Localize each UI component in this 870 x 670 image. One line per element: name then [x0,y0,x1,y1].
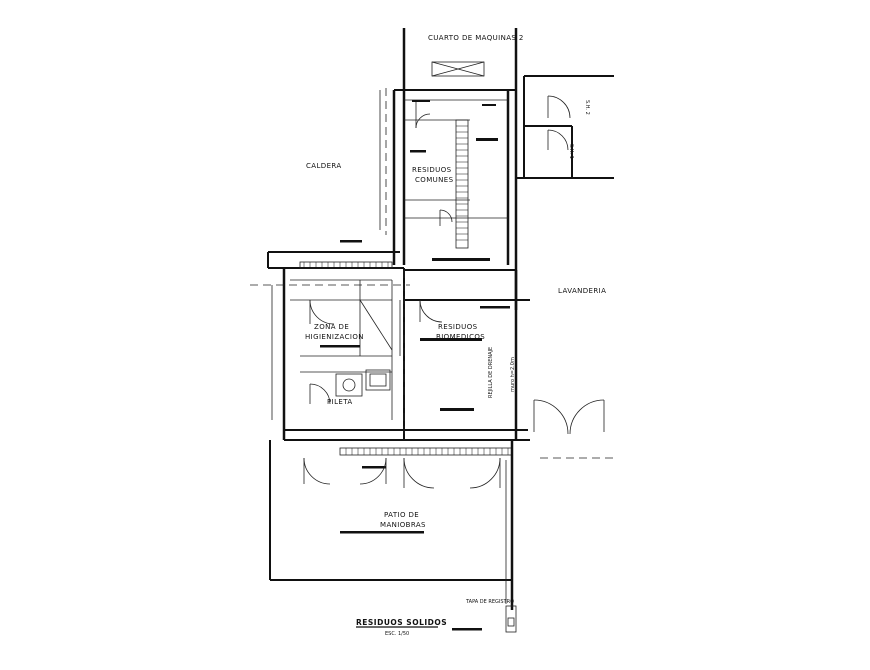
drawing-title: RESIDUOS SOLIDOS ESC. 1/50 [356,618,482,637]
label-residuos-comunes-1: RESIDUOS [412,166,452,174]
drain-strip [284,429,528,469]
plan-title: RESIDUOS SOLIDOS [356,618,447,627]
label-caldera: CALDERA [306,162,342,170]
note-tapa-registro: TAPA DE REGISTRO [465,599,514,605]
label-patio-1: PATIO DE [384,511,419,519]
patio-maniobras: TAPA DE REGISTRO [269,440,517,633]
ramp-hatch [456,125,468,241]
label-residuos-comunes-2: COMUNES [415,176,454,184]
residuos-comunes-room: RESIDUOS COMUNES [385,88,518,310]
note-rejilla: REJILLA DE DRENAJE [488,347,494,398]
label-residuos-biomedicos-2: BIOMEDICOS [436,333,485,341]
label-sh-2: S.H. 2 [584,100,590,115]
label-residuos-biomedicos-1: RESIDUOS [438,323,478,331]
label-sh-1: S.H. 1 [568,144,574,159]
label-lavanderia: LAVANDERIA [558,287,606,295]
machine-room: CUARTO DE MAQUINAS 2 [402,28,524,90]
plan-scale: ESC. 1/50 [385,631,409,637]
sh-block: S.H. 2 S.H. 1 [516,75,614,179]
label-zona-higienizacion-1: ZONA DE [314,323,349,331]
lavanderia-doors [533,399,605,435]
label-cuarto-maquinas: CUARTO DE MAQUINAS 2 [428,34,524,42]
label-pileta: PILETA [327,398,353,406]
main-block-walls [267,251,530,441]
label-patio-2: MANIOBRAS [380,521,426,529]
note-muro: muro h=2.0m [510,357,516,392]
label-zona-higienizacion-2: HIGIENIZACION [305,333,364,341]
